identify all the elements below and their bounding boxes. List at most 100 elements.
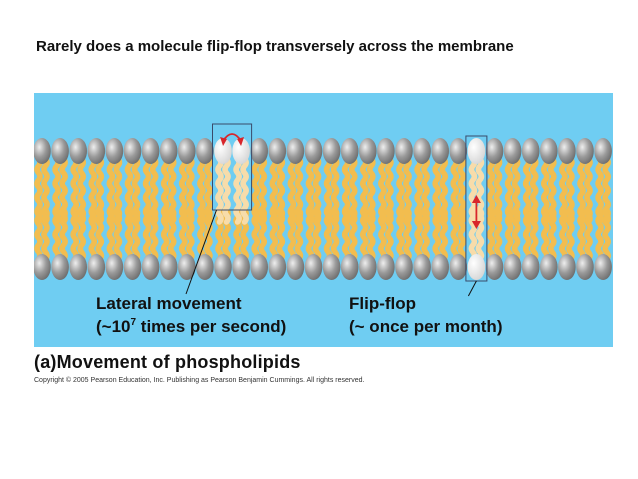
fatty-acid-tail [432,156,441,225]
phospholipid-head-lower [413,254,431,280]
phospholipid-head-upper [594,138,612,164]
phospholipid-head-lower [159,254,178,280]
phospholipid-head-upper [286,138,305,164]
phospholipid-head-upper [268,138,287,164]
flip-flop-arrowhead-down [471,221,481,229]
fatty-acid-tail [142,156,152,225]
fatty-acid-tail [529,156,539,225]
fatty-acid-tail [367,156,376,225]
lateral-movement-title: Lateral movement [96,294,242,313]
phospholipid-head-upper [359,138,377,164]
phospholipid-head-lower [69,254,87,280]
fatty-acid-tail [577,156,586,225]
fatty-acid-tail [233,156,242,225]
fatty-acid-tail [421,156,430,225]
fatty-acid-tail [294,156,304,225]
phospholipid-head-upper [377,138,395,164]
fatty-acid-tail [222,156,231,225]
phospholipid-head-lower [123,254,142,280]
phospholipid-head-lower [105,254,124,280]
phospholipid-head-lower [214,254,232,280]
fatty-acid-tail [323,156,333,225]
fatty-acid-tail [330,156,340,225]
fatty-acid-tail [70,156,79,225]
fatty-acid-tail [160,156,170,225]
fatty-acid-tail [59,156,68,225]
phospholipid-head-upper [87,138,106,164]
phospholipid-head-lower [196,254,214,280]
lateral-arrowhead-right [237,137,245,146]
fatty-acid-tail [276,156,286,225]
phospholipid-head-lower [250,254,268,280]
phospholipid-head-upper [159,138,178,164]
fatty-acid-tail [378,156,387,225]
phospholipid-head-upper [69,138,87,164]
phospholipid-head-lower [322,254,341,280]
fatty-acid-tail [348,156,358,225]
fatty-acid-tail [504,156,514,225]
phospholipid-head-lower [485,254,504,280]
flip-flop-title: Flip-flop [349,294,417,313]
fatty-acid-tail [414,156,423,225]
phospholipid-head-lower [377,254,395,280]
upper-leaflet-tails [34,156,611,225]
fatty-acid-tail [95,156,105,225]
lateral-movement-label: Lateral movement (~107 times per second) [96,292,286,338]
flip-flop-leader-line [467,280,477,297]
fatty-acid-tail [149,156,159,225]
phospholipid-head-upper [558,138,576,164]
fatty-acid-tail [584,156,593,225]
phospholipid-head-upper [576,138,594,164]
fatty-acid-tail [566,156,575,225]
caption-tag: (a) [34,352,57,372]
phospholipid-head-lower [449,254,468,280]
fatty-acid-tail [251,156,260,225]
membrane-diagram [34,93,613,347]
phospholipid-head-lower [558,254,576,280]
phospholipid-head-lower [141,254,160,280]
phospholipid-head-lower [540,254,558,280]
fatty-acid-tail [341,156,351,225]
phospholipid-head-upper [51,138,69,164]
fatty-acid-tail [457,156,467,225]
phospholipid-head-lower [304,254,323,280]
fatty-acid-tail [305,156,315,225]
phospholipid-head-lower [178,254,196,280]
phospholipid-head-upper [467,138,486,164]
fatty-acid-tail [541,156,550,225]
phospholipid-head-lower [340,254,359,280]
phospholipid-head-upper [395,138,413,164]
phospholipid-heads [34,138,612,280]
phospholipid-head-lower [467,254,486,280]
phospholipid-head-lower [34,254,51,280]
fatty-acid-tail [186,156,195,225]
phospholipid-head-lower [359,254,377,280]
phospholipid-head-upper [123,138,142,164]
lateral-leader-line [185,209,217,295]
phospholipid-head-lower [431,254,450,280]
phospholipid-head-upper [178,138,196,164]
phospholipid-head-upper [34,138,51,164]
phospholipid-head-lower [87,254,106,280]
lateral-movement-frame [212,123,253,211]
phospholipid-head-upper [105,138,124,164]
lateral-movement-rate: (~107 times per second) [96,317,287,336]
fatty-acid-tail [396,156,405,225]
fatty-acid-tail [595,156,604,225]
copyright-notice: Copyright © 2005 Pearson Education, Inc.… [34,377,365,384]
phospholipid-head-lower [286,254,305,280]
fatty-acid-tail [439,156,448,225]
phospholipid-head-upper [232,138,250,164]
fatty-acid-tail [403,156,412,225]
phospholipid-head-lower [576,254,594,280]
phospholipid-head-upper [413,138,431,164]
caption-text: Movement of phospholipids [56,352,301,372]
phospholipid-head-lower [521,254,540,280]
fatty-acid-tail [204,156,213,225]
phospholipid-head-upper [304,138,323,164]
fatty-acid-tail [269,156,279,225]
flip-flop-arrowhead-up [471,195,481,203]
phospholipid-head-upper [196,138,214,164]
fatty-acid-tail [131,156,141,225]
fatty-acid-tail [486,156,496,225]
